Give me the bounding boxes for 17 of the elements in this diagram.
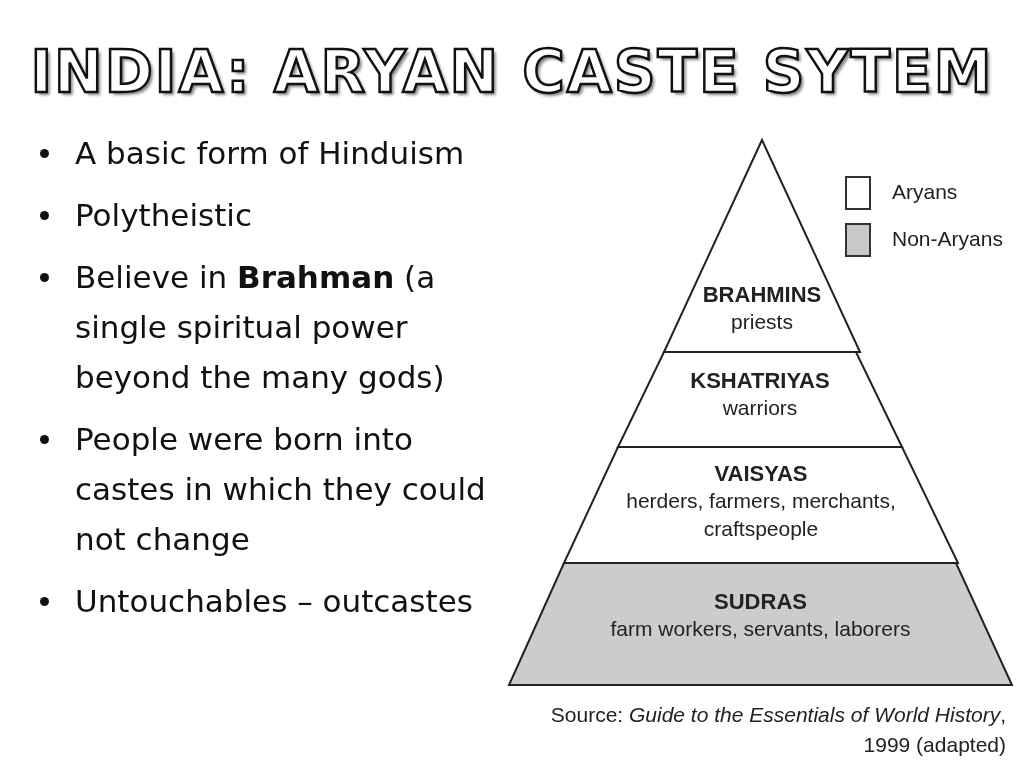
tier-description: herders, farmers, merchants, craftspeople <box>625 488 897 542</box>
tier-description: priests <box>730 309 794 335</box>
legend-label: Non-Aryans <box>892 227 1003 251</box>
tier-heading: SUDRAS <box>713 589 808 615</box>
tier-heading: BRAHMINS <box>701 282 823 308</box>
source-note: Source: Guide to the Essentials of World History, 1999 (adapted) <box>549 702 1006 758</box>
bullet-text: People were born into castes in which they could not change <box>40 414 510 564</box>
bullet-text: Believe in Brahman (a single spiritual power beyond the many gods) <box>40 252 510 402</box>
bullet-text: Untouchables – outcastes <box>40 576 510 626</box>
legend-label: Aryans <box>892 180 958 204</box>
tier-heading: VAISYAS <box>713 461 809 487</box>
bullet-text: A basic form of Hinduism <box>40 128 510 178</box>
tier-description: farm workers, servants, laborers <box>609 616 912 642</box>
slide-title: INDIA: ARYAN CASTE SYTEM <box>29 38 995 106</box>
bullet-text: Polytheistic <box>40 190 510 240</box>
tier-description: warriors <box>721 395 799 421</box>
tier-heading: KSHATRIYAS <box>689 368 831 394</box>
